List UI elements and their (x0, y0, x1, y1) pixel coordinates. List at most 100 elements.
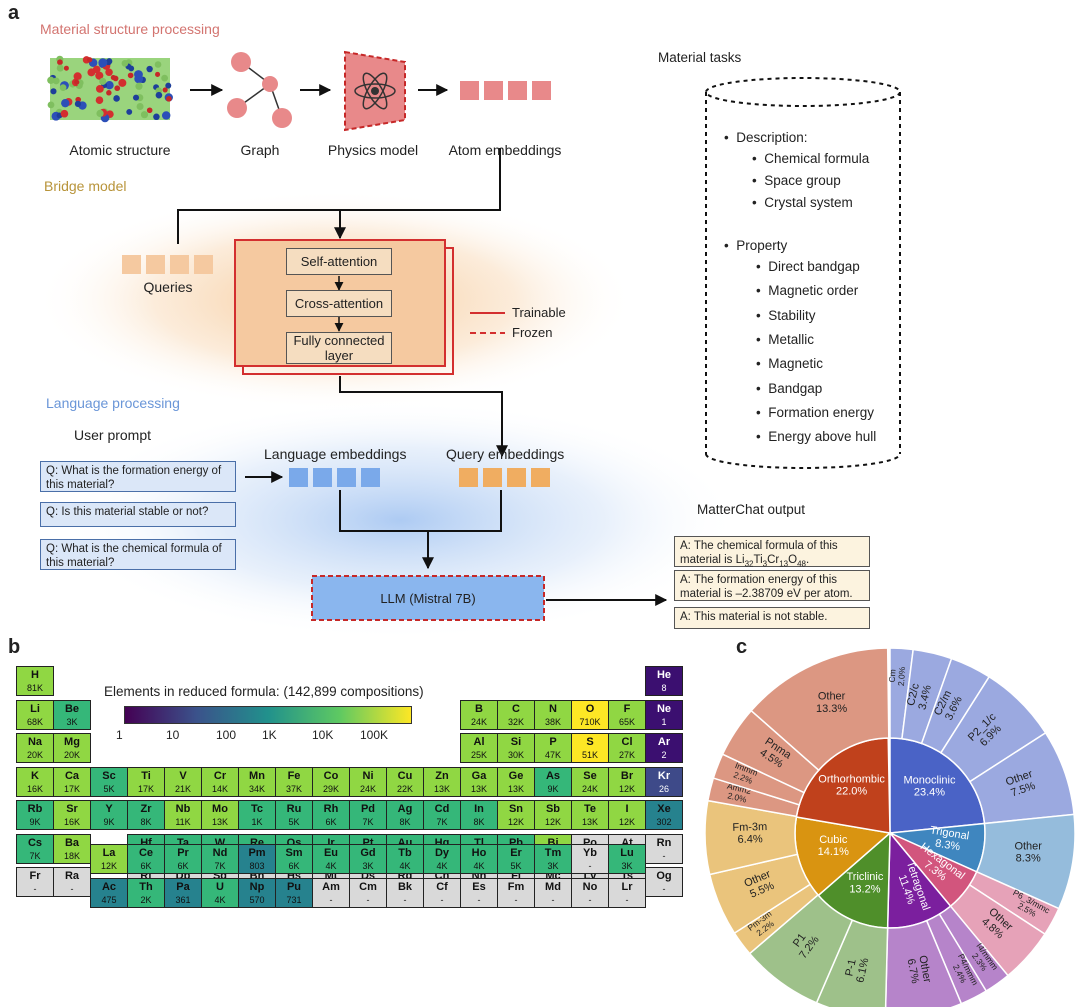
element-symbol: No (582, 880, 598, 893)
element-cell: Fr- (16, 867, 54, 897)
atom-dot (96, 109, 104, 118)
element-count: 6K (140, 861, 152, 871)
embedding-square (170, 255, 189, 274)
atom-dot (56, 64, 64, 72)
element-count: 4K (473, 861, 485, 871)
element-count: 6K (177, 861, 189, 871)
prompt-box-stability: Q: Is this material stable or not? (40, 502, 236, 527)
element-symbol: Th (139, 880, 153, 893)
embedding-square (484, 81, 503, 100)
label-graph: Graph (240, 142, 280, 158)
atom-dot (105, 81, 114, 90)
element-symbol: Md (545, 880, 561, 893)
element-symbol: Pa (176, 880, 190, 893)
element-count: - (70, 884, 74, 894)
element-symbol: Er (510, 847, 522, 859)
task-item: • Crystal system (752, 195, 853, 210)
element-cell: Lr- (608, 877, 646, 908)
element-symbol: Pd (360, 803, 376, 815)
embedding-square (337, 468, 356, 487)
element-symbol: Lu (620, 847, 634, 859)
colorbar-tick: 100K (360, 728, 389, 742)
element-cell: Es- (460, 877, 498, 908)
atom-dot (105, 68, 113, 77)
colorbar-title: Elements in reduced formula: (142,899 co… (104, 684, 424, 699)
element-count: 18K (63, 850, 80, 861)
atom-dot (128, 65, 135, 72)
element-count: 20K (26, 750, 43, 760)
label-atom-embeddings: Atom embeddings (448, 142, 562, 158)
embedding-square (507, 468, 526, 487)
element-symbol: Sc (102, 769, 116, 782)
element-count: 4K (214, 894, 226, 905)
element-count: 3K (621, 861, 633, 871)
element-cell: Cf- (423, 877, 461, 908)
element-symbol: Pr (177, 847, 189, 859)
formula-subscript: 13 (779, 559, 789, 569)
element-symbol: Pu (286, 880, 302, 893)
element-count: 30K (507, 750, 524, 760)
atom-dot (113, 95, 120, 102)
element-symbol: Tl (474, 836, 484, 849)
element-count: - (551, 894, 555, 905)
atom-dot (140, 111, 149, 119)
element-symbol: Sr (66, 803, 78, 815)
sunburst-label-line: Cubic (819, 834, 848, 846)
atom-dot (87, 68, 96, 77)
element-count: 710K (579, 716, 601, 727)
element-symbol: U (216, 880, 224, 893)
element-symbol: Te (583, 803, 597, 815)
atom-dot (63, 65, 69, 71)
atom-dot (99, 77, 107, 85)
element-count: 302 (656, 817, 672, 827)
atom-dot (162, 87, 168, 93)
element-symbol: W (214, 836, 226, 849)
element-count: 17K (137, 783, 154, 794)
sunburst-label-line: Fm-3m (732, 821, 767, 834)
sunburst-label-line: C2/c (905, 682, 922, 707)
element-symbol: Ne (656, 702, 672, 715)
element-symbol: Nd (212, 847, 228, 859)
element-count: 38K (544, 716, 561, 727)
element-count: 6K (288, 861, 300, 871)
atom-dot (47, 76, 55, 84)
tasks-property-title: • Property (724, 238, 788, 253)
atom-dot (106, 90, 112, 96)
element-count: 13K (211, 817, 228, 827)
element-cell: Ra- (53, 867, 91, 897)
element-symbol: Rb (27, 803, 43, 815)
element-count: 17K (63, 783, 80, 794)
atom-dot (52, 77, 60, 85)
task-item: • Bandgap (756, 380, 823, 396)
element-symbol: Co (323, 769, 339, 782)
arrow-bridge-query (339, 376, 508, 458)
embedding-square (289, 468, 308, 487)
llm-label: LLM (Mistral 7B) (380, 590, 476, 606)
atom-dot (161, 74, 168, 82)
element-count: 12K (618, 783, 635, 794)
element-symbol: Bk (397, 880, 413, 893)
embedding-square (483, 468, 502, 487)
element-symbol: Tm (544, 847, 562, 859)
element-symbol: Ga (471, 769, 487, 782)
element-count: 8K (140, 817, 152, 827)
embedding-square (460, 81, 479, 100)
atom-dot (50, 88, 57, 95)
atom-dot (161, 111, 171, 120)
